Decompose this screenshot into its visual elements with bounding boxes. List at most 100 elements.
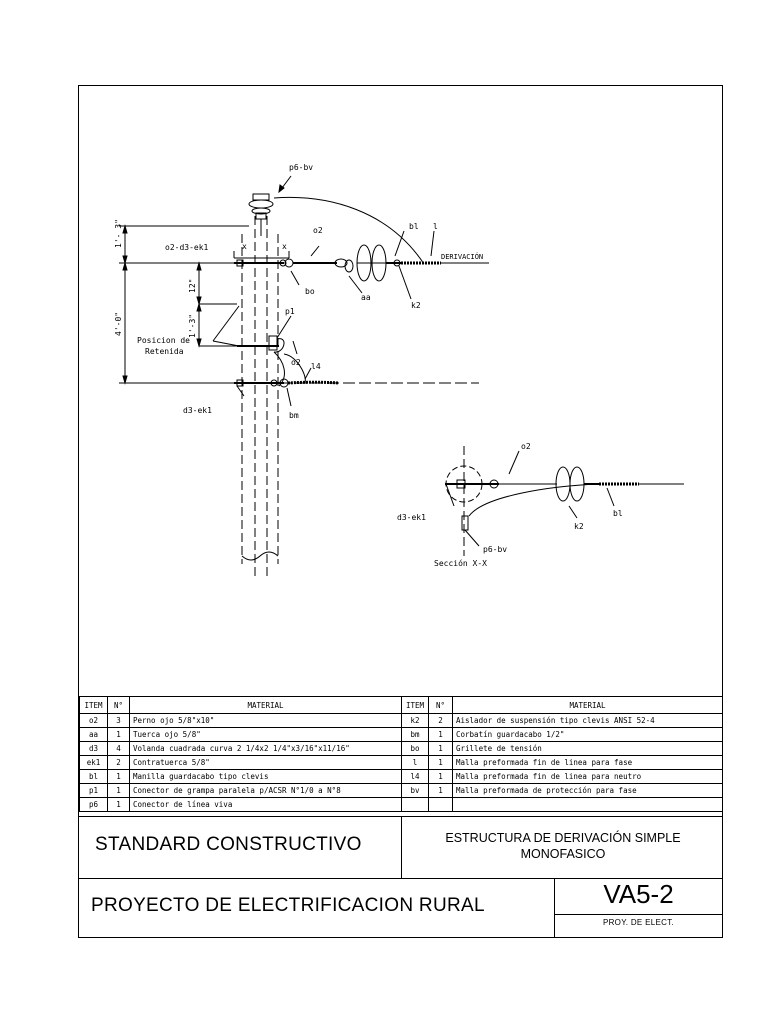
neutral-grip xyxy=(287,380,340,385)
cell-qty: 1 xyxy=(107,783,130,798)
cell-qty: 1 xyxy=(428,741,453,756)
cell-qty: 1 xyxy=(428,783,453,798)
cell-item: bm xyxy=(401,727,429,742)
cell-material: Conector de línea viva xyxy=(129,797,402,812)
cell-qty: 3 xyxy=(107,713,130,728)
header-item: ITEM xyxy=(79,696,108,714)
title-block-row-2 xyxy=(79,878,722,879)
table-row: d3 4 Volanda cuadrada curva 2 1/4x2 1/4"… xyxy=(79,741,723,756)
cell-material: Corbatín guardacabo 1/2" xyxy=(452,727,723,742)
label-p6-bv: p6-bv xyxy=(289,163,313,172)
cell-qty: 1 xyxy=(428,769,453,784)
upper-bolt-assembly xyxy=(234,258,294,268)
cell-item: ek1 xyxy=(79,755,108,770)
cell-item: p1 xyxy=(79,783,108,798)
pole-bottom-break xyxy=(241,551,279,561)
cell-item: bo xyxy=(401,741,429,756)
cell-item: bl xyxy=(79,769,108,784)
proy-elect-label: PROY. DE ELECT. xyxy=(602,918,675,927)
header-material: MATERIAL xyxy=(129,696,402,714)
cell-material: Tuerca ojo 5/8" xyxy=(129,727,402,742)
section-label-d3-ek1: d3-ek1 xyxy=(397,513,426,522)
cell-material: Conector de grampa paralela p/ACSR N°1/0… xyxy=(129,783,402,798)
cell-item: aa xyxy=(79,727,108,742)
label-x-right: x xyxy=(282,242,287,251)
cell-qty: 1 xyxy=(107,769,130,784)
label-o2-d3-ek1: o2-d3-ek1 xyxy=(165,243,209,252)
project-title: PROYECTO DE ELECTRIFICACION RURAL xyxy=(91,895,485,916)
structure-description-line-1: ESTRUCTURA DE DERIVACIÓN SIMPLE xyxy=(445,831,681,845)
label-bl: bl xyxy=(409,222,419,231)
cell-qty: 1 xyxy=(107,797,130,812)
cell-qty: 2 xyxy=(428,713,453,728)
section-label-k2: k2 xyxy=(574,522,584,531)
section-xx xyxy=(445,446,684,556)
elevation-drawing: p6-bv o2-d3-ek1 o2 bl l DERIVACIÓN bo aa… xyxy=(114,163,684,576)
label-bo: bo xyxy=(305,287,315,296)
cell-item xyxy=(401,797,429,812)
cell-item: bv xyxy=(401,783,429,798)
title-block-code-divider xyxy=(555,914,722,915)
label-p1: p1 xyxy=(285,307,295,316)
cell-material: Manilla guardacabo tipo clevis xyxy=(129,769,402,784)
table-header-row: ITEM N° MATERIAL ITEM N° MATERIAL xyxy=(79,696,723,714)
cell-material: Perno ojo 5/8"x10" xyxy=(129,713,402,728)
cell-qty: 1 xyxy=(428,755,453,770)
title-block-divider xyxy=(401,816,402,878)
cell-material: Volanda cuadrada curva 2 1/4x2 1/4"x3/16… xyxy=(129,741,402,756)
cell-material xyxy=(452,797,723,812)
cell-material: Malla preformada fin de linea para fase xyxy=(452,755,723,770)
table-row: ek1 2 Contratuerca 5/8" l 1 Malla prefor… xyxy=(79,755,723,770)
title-block-divider-2 xyxy=(554,878,555,938)
cell-material: Malla preformada fin de linea para neutr… xyxy=(452,769,723,784)
dim-4-0: 4'-0" xyxy=(114,312,123,336)
dim-12: 12" xyxy=(188,279,197,293)
header-qty-2: N° xyxy=(428,696,453,714)
materials-table: ITEM N° MATERIAL ITEM N° MATERIAL o2 3 P… xyxy=(79,696,723,812)
structure-description: ESTRUCTURA DE DERIVACIÓN SIMPLE MONOFASI… xyxy=(413,830,713,862)
jumper-conductor xyxy=(273,338,285,353)
title-block-row-1 xyxy=(79,816,722,878)
drawing-code: VA5-2 xyxy=(603,879,674,909)
pin-insulator-top xyxy=(248,193,274,236)
cell-item: o2 xyxy=(79,713,108,728)
cell-material: Grillete de tensión xyxy=(452,741,723,756)
table-row: o2 3 Perno ojo 5/8"x10" k2 2 Aislador de… xyxy=(79,713,723,728)
label-d3-ek1: d3-ek1 xyxy=(183,406,212,415)
label-l: l xyxy=(433,222,438,231)
standard-title: STANDARD CONSTRUCTIVO xyxy=(95,834,362,855)
section-label-bl: bl xyxy=(613,509,623,518)
dim-1-3-top: 1'- 3" xyxy=(114,219,123,248)
cell-qty: 4 xyxy=(107,741,130,756)
cell-qty: 1 xyxy=(107,727,130,742)
label-aa: aa xyxy=(361,293,371,302)
header-item-2: ITEM xyxy=(401,696,429,714)
suspension-insulators xyxy=(356,244,391,282)
lower-bolt-assembly xyxy=(234,378,289,388)
cell-material: Aislador de suspensión tipo clevis ANSI … xyxy=(452,713,723,728)
label-x-left: x xyxy=(242,242,247,251)
cell-material: Contratuerca 5/8" xyxy=(129,755,402,770)
table-row: p6 1 Conector de línea viva xyxy=(79,797,723,812)
label-retenida: Retenida xyxy=(145,347,184,356)
drawing-sheet: p6-bv o2-d3-ek1 o2 bl l DERIVACIÓN bo aa… xyxy=(78,85,723,938)
header-material-2: MATERIAL xyxy=(452,696,723,714)
header-qty: N° xyxy=(107,696,130,714)
cell-item: d3 xyxy=(79,741,108,756)
section-title: Sección X-X xyxy=(434,558,487,568)
cell-qty xyxy=(428,797,453,812)
cell-material: Malla preformada de protección para fase xyxy=(452,783,723,798)
table-row: bl 1 Manilla guardacabo tipo clevis l4 1… xyxy=(79,769,723,784)
label-derivacion: DERIVACIÓN xyxy=(441,252,483,261)
cell-qty: 2 xyxy=(107,755,130,770)
structure-description-line-2: MONOFASICO xyxy=(520,847,606,861)
table-row: p1 1 Conector de grampa paralela p/ACSR … xyxy=(79,783,723,798)
label-l4: l4 xyxy=(311,362,321,371)
cell-item: l xyxy=(401,755,429,770)
label-bm: bm xyxy=(289,411,299,420)
cell-item: p6 xyxy=(79,797,108,812)
label-o2-lower: o2 xyxy=(291,358,301,367)
section-label-p6-bv: p6-bv xyxy=(483,545,507,554)
label-k2: k2 xyxy=(411,301,421,310)
label-o2: o2 xyxy=(313,226,323,235)
